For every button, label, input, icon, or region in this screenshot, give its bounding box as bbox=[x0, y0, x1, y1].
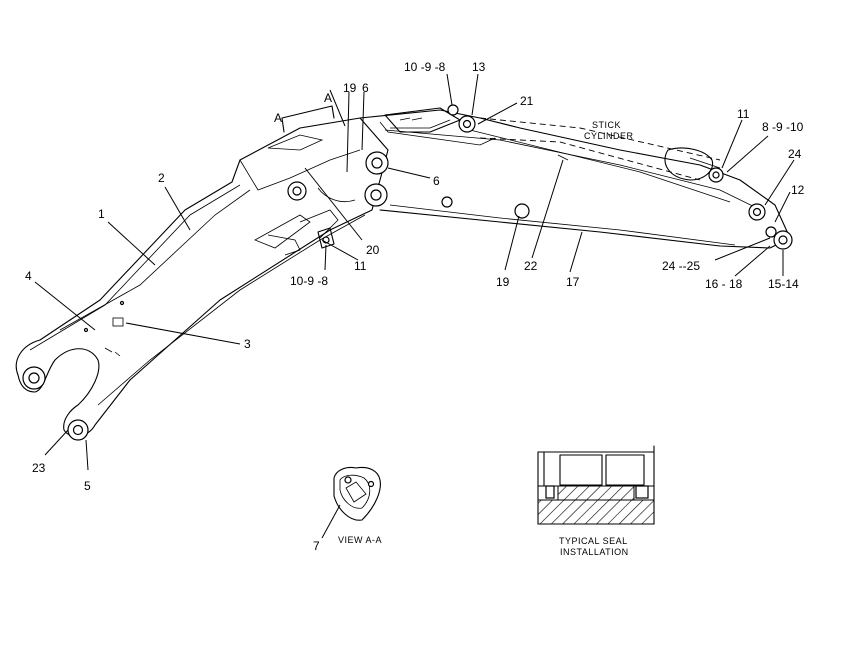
callout-11-top: 11 bbox=[737, 107, 750, 121]
callout-5: 5 bbox=[84, 479, 91, 493]
callout-10-9-8-top: 10 -9 -8 bbox=[404, 60, 446, 74]
callout-7: 7 bbox=[313, 539, 320, 553]
callout-24: 24 bbox=[788, 147, 802, 161]
stick-cylinder-label-1: STICK bbox=[592, 120, 621, 130]
stick-pins bbox=[447, 104, 793, 250]
callout-a-right: A bbox=[324, 91, 332, 105]
callout-10-9-8-bot: 10-9 -8 bbox=[290, 274, 328, 288]
callout-6-top: 6 bbox=[362, 81, 369, 95]
callout-11-mid: 11 bbox=[354, 259, 367, 273]
callout-15-14: 15-14 bbox=[768, 277, 799, 291]
callout-8-9-10: 8 -9 -10 bbox=[762, 120, 804, 134]
callout-23: 23 bbox=[32, 461, 46, 475]
boom-foot-pin bbox=[22, 366, 46, 390]
callout-19-top: 19 bbox=[343, 81, 357, 95]
callout-20: 20 bbox=[366, 243, 380, 257]
callout-12: 12 bbox=[791, 183, 805, 197]
callout-17: 17 bbox=[566, 275, 580, 289]
view-aa-caption: VIEW A-A bbox=[338, 535, 382, 545]
view-aa-detail bbox=[321, 466, 381, 539]
callout-21: 21 bbox=[520, 94, 534, 108]
callout-24-25: 24 --25 bbox=[662, 259, 700, 273]
callout-labels: 1 2 3 4 5 23 A A 19 6 6 10 -9 -8 13 21 S… bbox=[25, 60, 805, 557]
stick-body bbox=[359, 107, 791, 249]
callout-13: 13 bbox=[472, 60, 486, 74]
callout-a-left: A bbox=[274, 111, 282, 125]
boom-stick-pins bbox=[287, 151, 530, 249]
callout-4: 4 bbox=[25, 269, 32, 283]
leader-lines bbox=[34, 73, 795, 471]
callout-19-bot: 19 bbox=[496, 275, 510, 289]
callout-2: 2 bbox=[158, 171, 165, 185]
seal-caption-line-2: INSTALLATION bbox=[560, 547, 629, 557]
typical-seal-detail bbox=[537, 445, 655, 525]
callout-1: 1 bbox=[98, 207, 105, 221]
callout-6-mid: 6 bbox=[433, 174, 440, 188]
seal-caption-line-1: TYPICAL SEAL bbox=[559, 536, 628, 546]
callout-16-18: 16 - 18 bbox=[705, 277, 743, 291]
stick-cylinder-label-2: CYLINDER bbox=[584, 131, 634, 141]
boom-cylinder-pin bbox=[67, 419, 89, 441]
boom-body bbox=[15, 117, 389, 437]
callout-22: 22 bbox=[524, 259, 538, 273]
callout-3: 3 bbox=[244, 337, 251, 351]
stick-cylinder bbox=[479, 117, 721, 181]
